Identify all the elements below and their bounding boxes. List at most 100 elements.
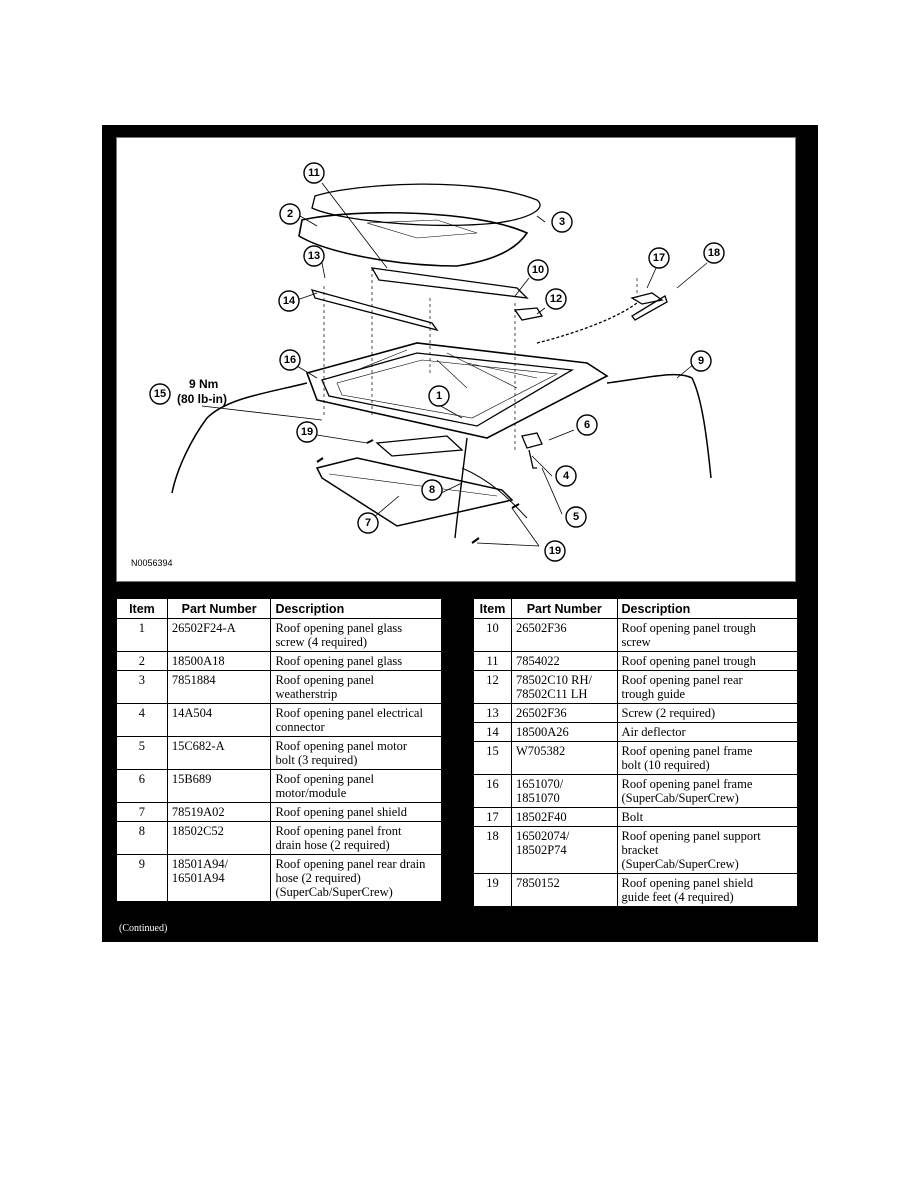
item-cell: 9 xyxy=(116,854,168,902)
part-number-cell: 7850152 xyxy=(510,873,618,907)
part-number-cell: 26502F36 xyxy=(510,703,618,723)
description-cell: Roof opening panel motor bolt (3 require… xyxy=(270,736,442,770)
callout-3: 3 xyxy=(551,211,573,233)
callout-2: 2 xyxy=(279,203,301,225)
svg-text:3: 3 xyxy=(559,216,565,228)
item-cell: 18 xyxy=(473,826,512,874)
description-cell: Roof opening panel trough xyxy=(616,651,799,671)
item-cell: 17 xyxy=(473,807,512,827)
torque-value: 9 Nm xyxy=(189,377,218,391)
callout-9: 9 xyxy=(690,350,712,372)
item-cell: 4 xyxy=(116,703,168,737)
callout-16: 16 xyxy=(279,349,301,371)
part-number-cell: 18501A94/ 16501A94 xyxy=(166,854,272,902)
svg-text:8: 8 xyxy=(429,484,435,496)
description-cell: Roof opening panel glass xyxy=(270,651,442,671)
svg-text:4: 4 xyxy=(563,470,570,482)
svg-text:2: 2 xyxy=(287,208,293,220)
description-cell: Roof opening panel rear trough guide xyxy=(616,670,799,704)
description-cell: Air deflector xyxy=(616,722,799,742)
callout-11: 11 xyxy=(303,162,325,184)
header-description: Description xyxy=(616,598,799,619)
part-number-cell: 7851884 xyxy=(166,670,272,704)
callout-1: 1 xyxy=(428,385,450,407)
callout-19-a: 19 xyxy=(296,421,318,443)
item-cell: 16 xyxy=(473,774,512,808)
description-cell: Roof opening panel glass screw (4 requir… xyxy=(270,618,442,652)
description-cell: Bolt xyxy=(616,807,799,827)
item-cell: 14 xyxy=(473,722,512,742)
table-header-row: Item Part Number Description xyxy=(473,598,799,619)
item-cell: 10 xyxy=(473,618,512,652)
description-cell: Roof opening panel front drain hose (2 r… xyxy=(270,821,442,855)
svg-text:5: 5 xyxy=(573,511,579,523)
header-item: Item xyxy=(116,598,168,619)
svg-text:14: 14 xyxy=(283,295,296,307)
svg-text:13: 13 xyxy=(308,250,320,262)
svg-text:19: 19 xyxy=(549,545,561,557)
description-cell: Screw (2 required) xyxy=(616,703,799,723)
callout-18: 18 xyxy=(703,242,725,264)
item-cell: 7 xyxy=(116,802,168,822)
svg-text:6: 6 xyxy=(584,419,590,431)
header-part-number: Part Number xyxy=(510,598,618,619)
figure-id: N0056394 xyxy=(131,558,173,568)
item-cell: 8 xyxy=(116,821,168,855)
diagram-panel: 1 2 3 4 5 6 7 8 9 10 11 12 13 14 15 16 1… xyxy=(102,125,818,942)
item-cell: 13 xyxy=(473,703,512,723)
part-number-cell: W705382 xyxy=(510,741,618,775)
item-cell: 1 xyxy=(116,618,168,652)
description-cell: Roof opening panel frame bolt (10 requir… xyxy=(616,741,799,775)
item-cell: 15 xyxy=(473,741,512,775)
part-number-cell: 18500A26 xyxy=(510,722,618,742)
callout-7: 7 xyxy=(357,512,379,534)
callout-15: 15 xyxy=(149,383,171,405)
header-description: Description xyxy=(270,598,442,619)
part-number-cell: 78502C10 RH/ 78502C11 LH xyxy=(510,670,618,704)
description-cell: Roof opening panel support bracket (Supe… xyxy=(616,826,799,874)
callout-10: 10 xyxy=(527,259,549,281)
svg-text:19: 19 xyxy=(301,426,313,438)
svg-text:1: 1 xyxy=(436,390,442,402)
part-number-cell: 15B689 xyxy=(166,769,272,803)
part-number-cell: 15C682-A xyxy=(166,736,272,770)
part-number-cell: 18502C52 xyxy=(166,821,272,855)
svg-text:12: 12 xyxy=(550,293,562,305)
callout-6: 6 xyxy=(576,414,598,436)
part-number-cell: 1651070/ 1851070 xyxy=(510,774,618,808)
callout-13: 13 xyxy=(303,245,325,267)
svg-text:16: 16 xyxy=(284,354,296,366)
description-cell: Roof opening panel trough screw xyxy=(616,618,799,652)
item-cell: 12 xyxy=(473,670,512,704)
part-number-cell: 78519A02 xyxy=(166,802,272,822)
table-header-row: Item Part Number Description xyxy=(116,598,442,619)
callout-17: 17 xyxy=(648,247,670,269)
header-item: Item xyxy=(473,598,512,619)
description-cell: Roof opening panel motor/module xyxy=(270,769,442,803)
part-number-cell: 26502F36 xyxy=(510,618,618,652)
torque-value-alt: (80 lb-in) xyxy=(177,392,227,406)
svg-text:18: 18 xyxy=(708,247,720,259)
item-cell: 11 xyxy=(473,651,512,671)
continued-note: (Continued) xyxy=(119,923,168,934)
glass-outline xyxy=(298,211,529,267)
